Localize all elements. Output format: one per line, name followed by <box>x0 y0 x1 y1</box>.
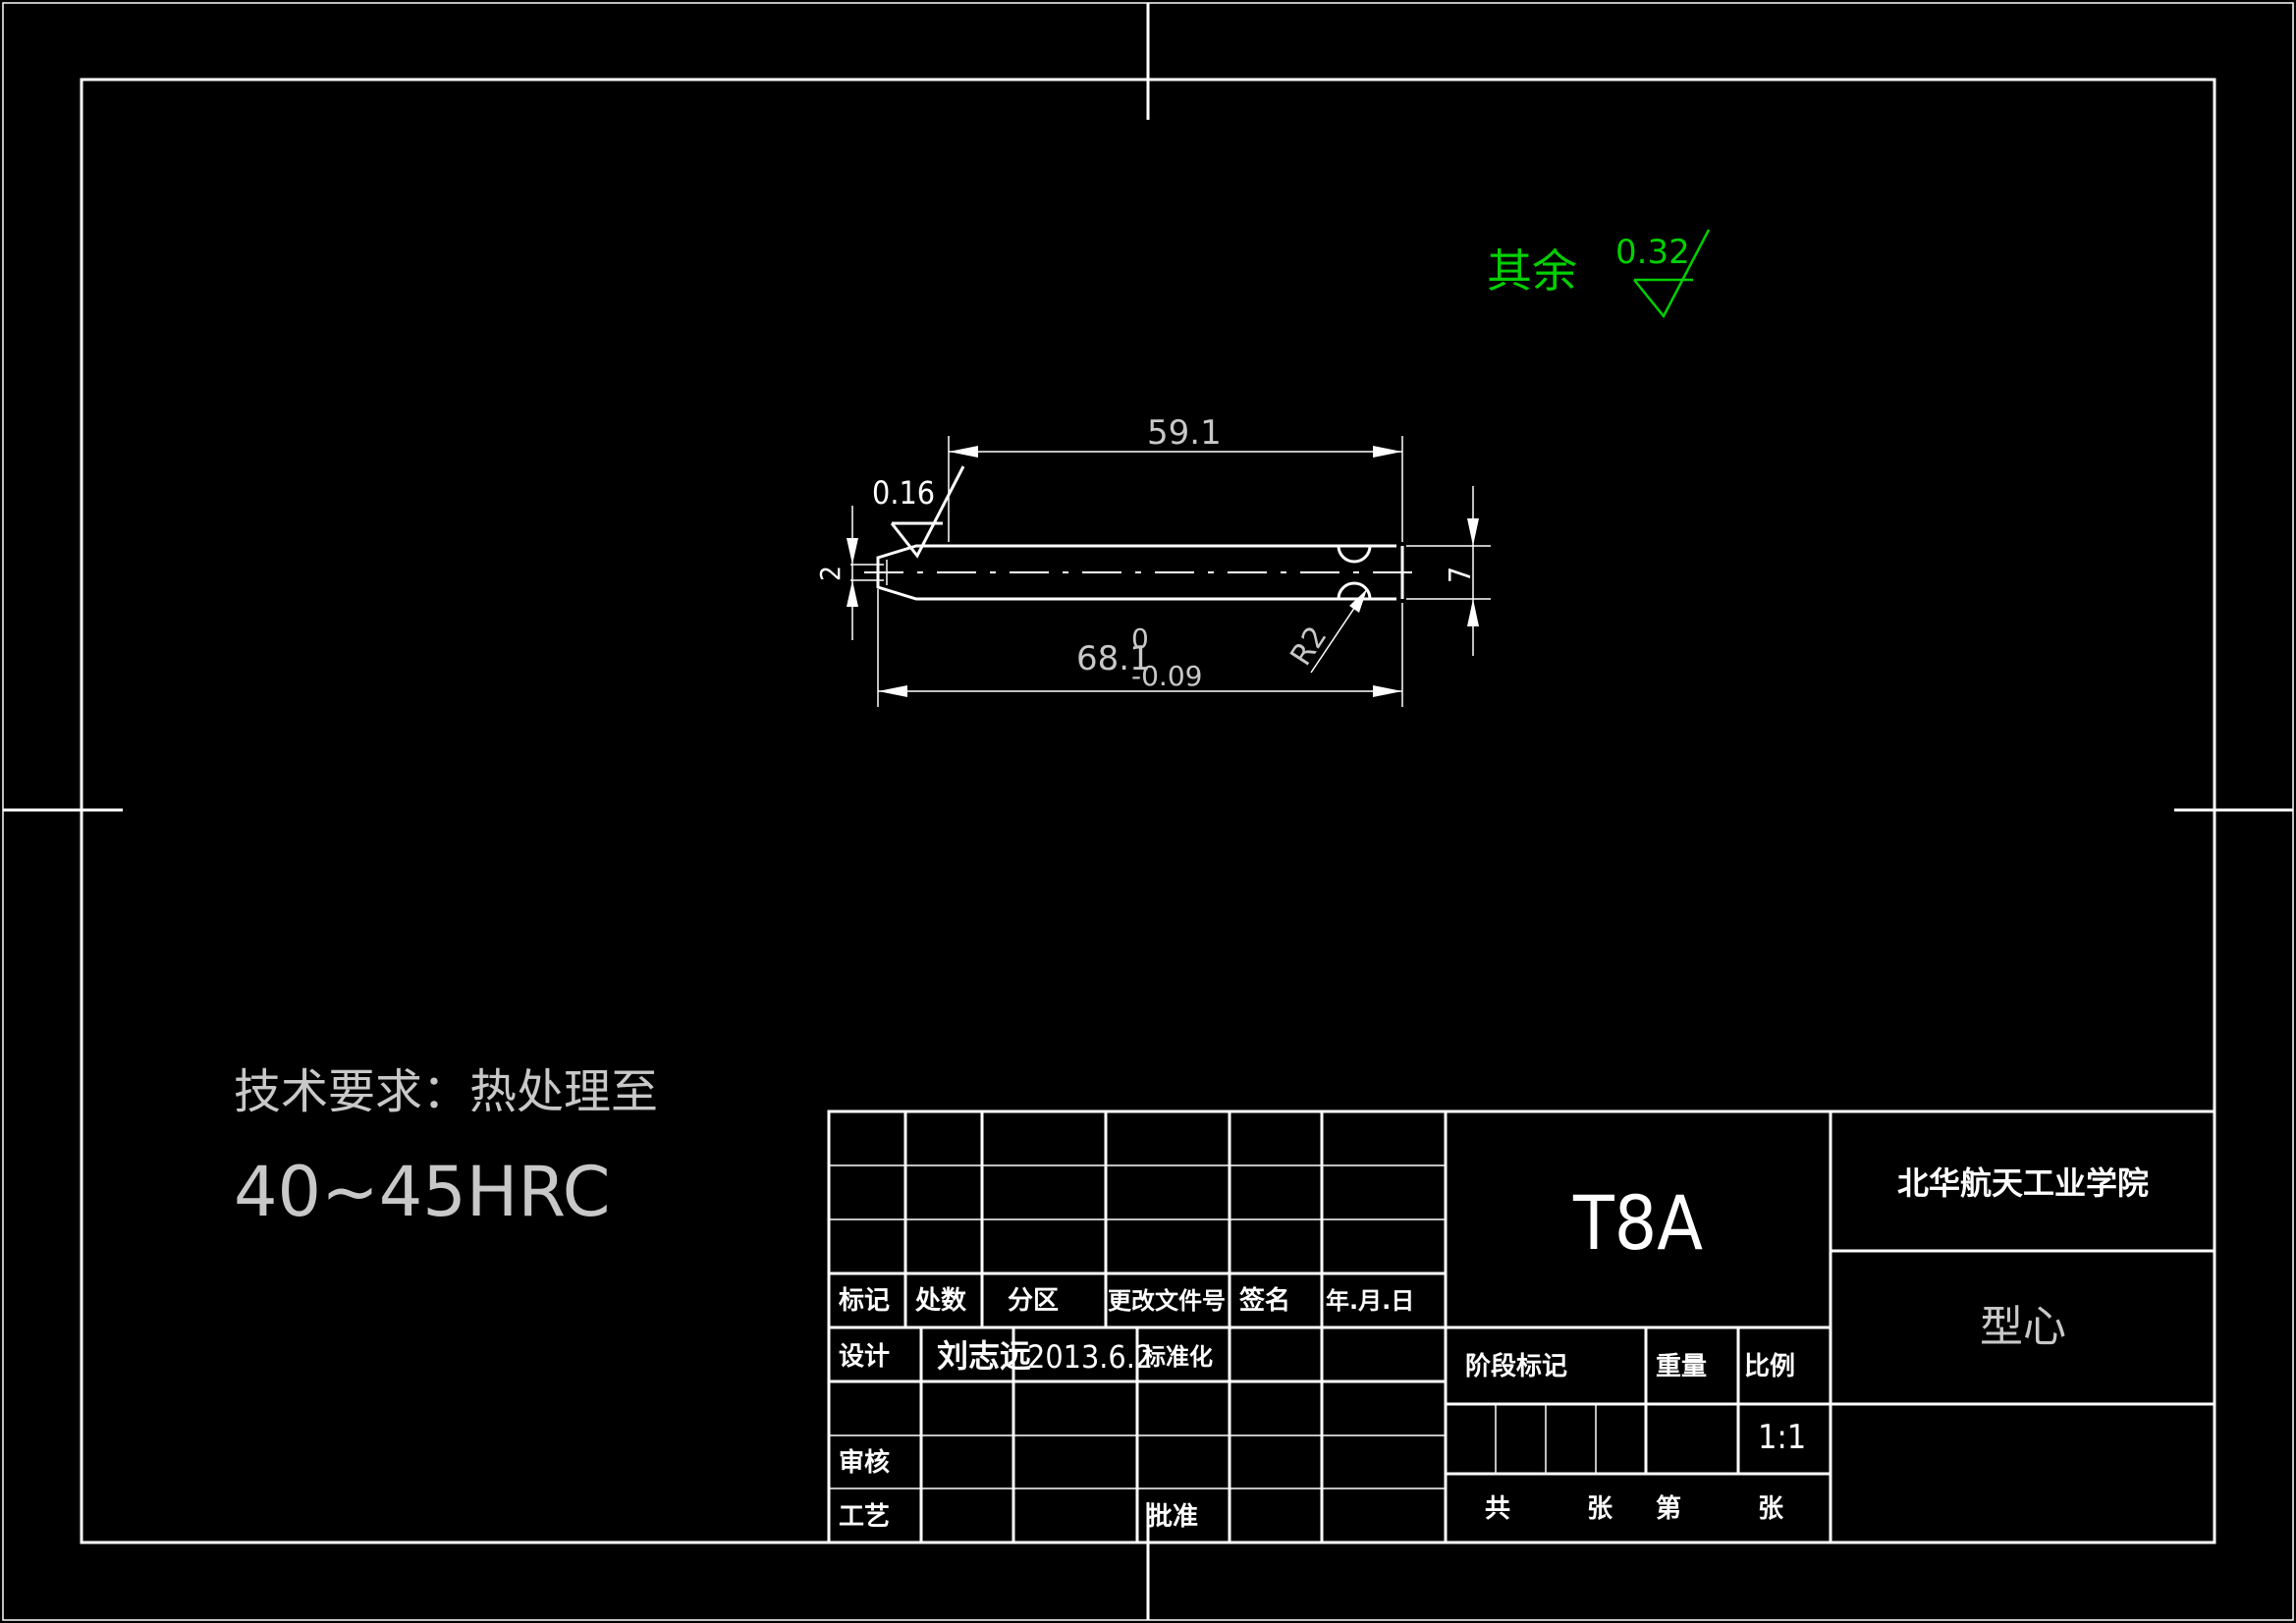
tb-header-mark: 标记 <box>839 1286 890 1316</box>
tb-review-label: 审核 <box>839 1447 890 1478</box>
tb-process-label: 工艺 <box>839 1502 890 1532</box>
tb-part-name: 型心 <box>1980 1302 2066 1352</box>
tb-standardize-label: 标准化 <box>1142 1343 1213 1371</box>
tb-header-signature: 签名 <box>1239 1285 1290 1316</box>
drawing-frame <box>80 78 2216 1544</box>
dim-radius: R2 <box>1284 621 1334 673</box>
dim-right: 7 <box>1444 567 1478 583</box>
dim-tol-lower: -0.09 <box>1131 660 1202 692</box>
roughness-left-value: 0.16 <box>872 474 935 512</box>
tb-header-change-doc: 更改文件号 <box>1108 1287 1226 1315</box>
tb-sheets-unit2: 张 <box>1758 1494 1784 1524</box>
dim-bottom: 68.1 <box>1076 639 1151 678</box>
tb-sheets-no: 第 <box>1656 1493 1681 1524</box>
tb-weight-label: 重量 <box>1656 1352 1707 1381</box>
tb-designer: 刘志远 <box>937 1337 1031 1375</box>
tb-sheets-total: 共 <box>1485 1494 1510 1524</box>
tb-header-date: 年.月.日 <box>1326 1287 1414 1315</box>
tb-design-label: 设计 <box>839 1342 890 1372</box>
tech-req-line2: 40~45HRC <box>234 1152 610 1232</box>
roughness-note-label: 其余 <box>1487 244 1577 298</box>
dim-top: 59.1 <box>1147 413 1222 453</box>
tb-material: T8A <box>1572 1179 1703 1267</box>
centering-marks <box>3 3 2293 1620</box>
tb-header-count: 处数 <box>914 1286 967 1316</box>
dim-left: 2 <box>814 566 847 581</box>
tb-institution: 北华航天工业学院 <box>1897 1164 2149 1202</box>
tb-design-date: 2013.6.2 <box>1027 1338 1153 1376</box>
surface-roughness-note: 其余 0.32 <box>1487 229 1711 319</box>
dim-tol-upper: 0 <box>1131 622 1149 655</box>
tech-req-line1: 技术要求：热处理至 <box>234 1064 658 1119</box>
tb-ratio-label: 比例 <box>1744 1352 1795 1381</box>
title-block: 标记 处数 分区 更改文件号 签名 年.月.日 设计 刘志远 2013.6.2 … <box>827 1109 2216 1544</box>
tb-sheets-unit1: 张 <box>1587 1494 1613 1524</box>
roughness-note-value: 0.32 <box>1615 233 1690 272</box>
tb-header-zone: 分区 <box>1008 1286 1059 1316</box>
part-view: 0.16 59.1 68.1 0 -0.09 2 7 <box>814 413 1491 707</box>
roughness-symbol <box>1633 229 1711 319</box>
tb-scale: 1:1 <box>1758 1418 1806 1457</box>
tb-stage-label: 阶段标记 <box>1465 1351 1567 1381</box>
tb-approve-label: 批准 <box>1147 1502 1198 1532</box>
